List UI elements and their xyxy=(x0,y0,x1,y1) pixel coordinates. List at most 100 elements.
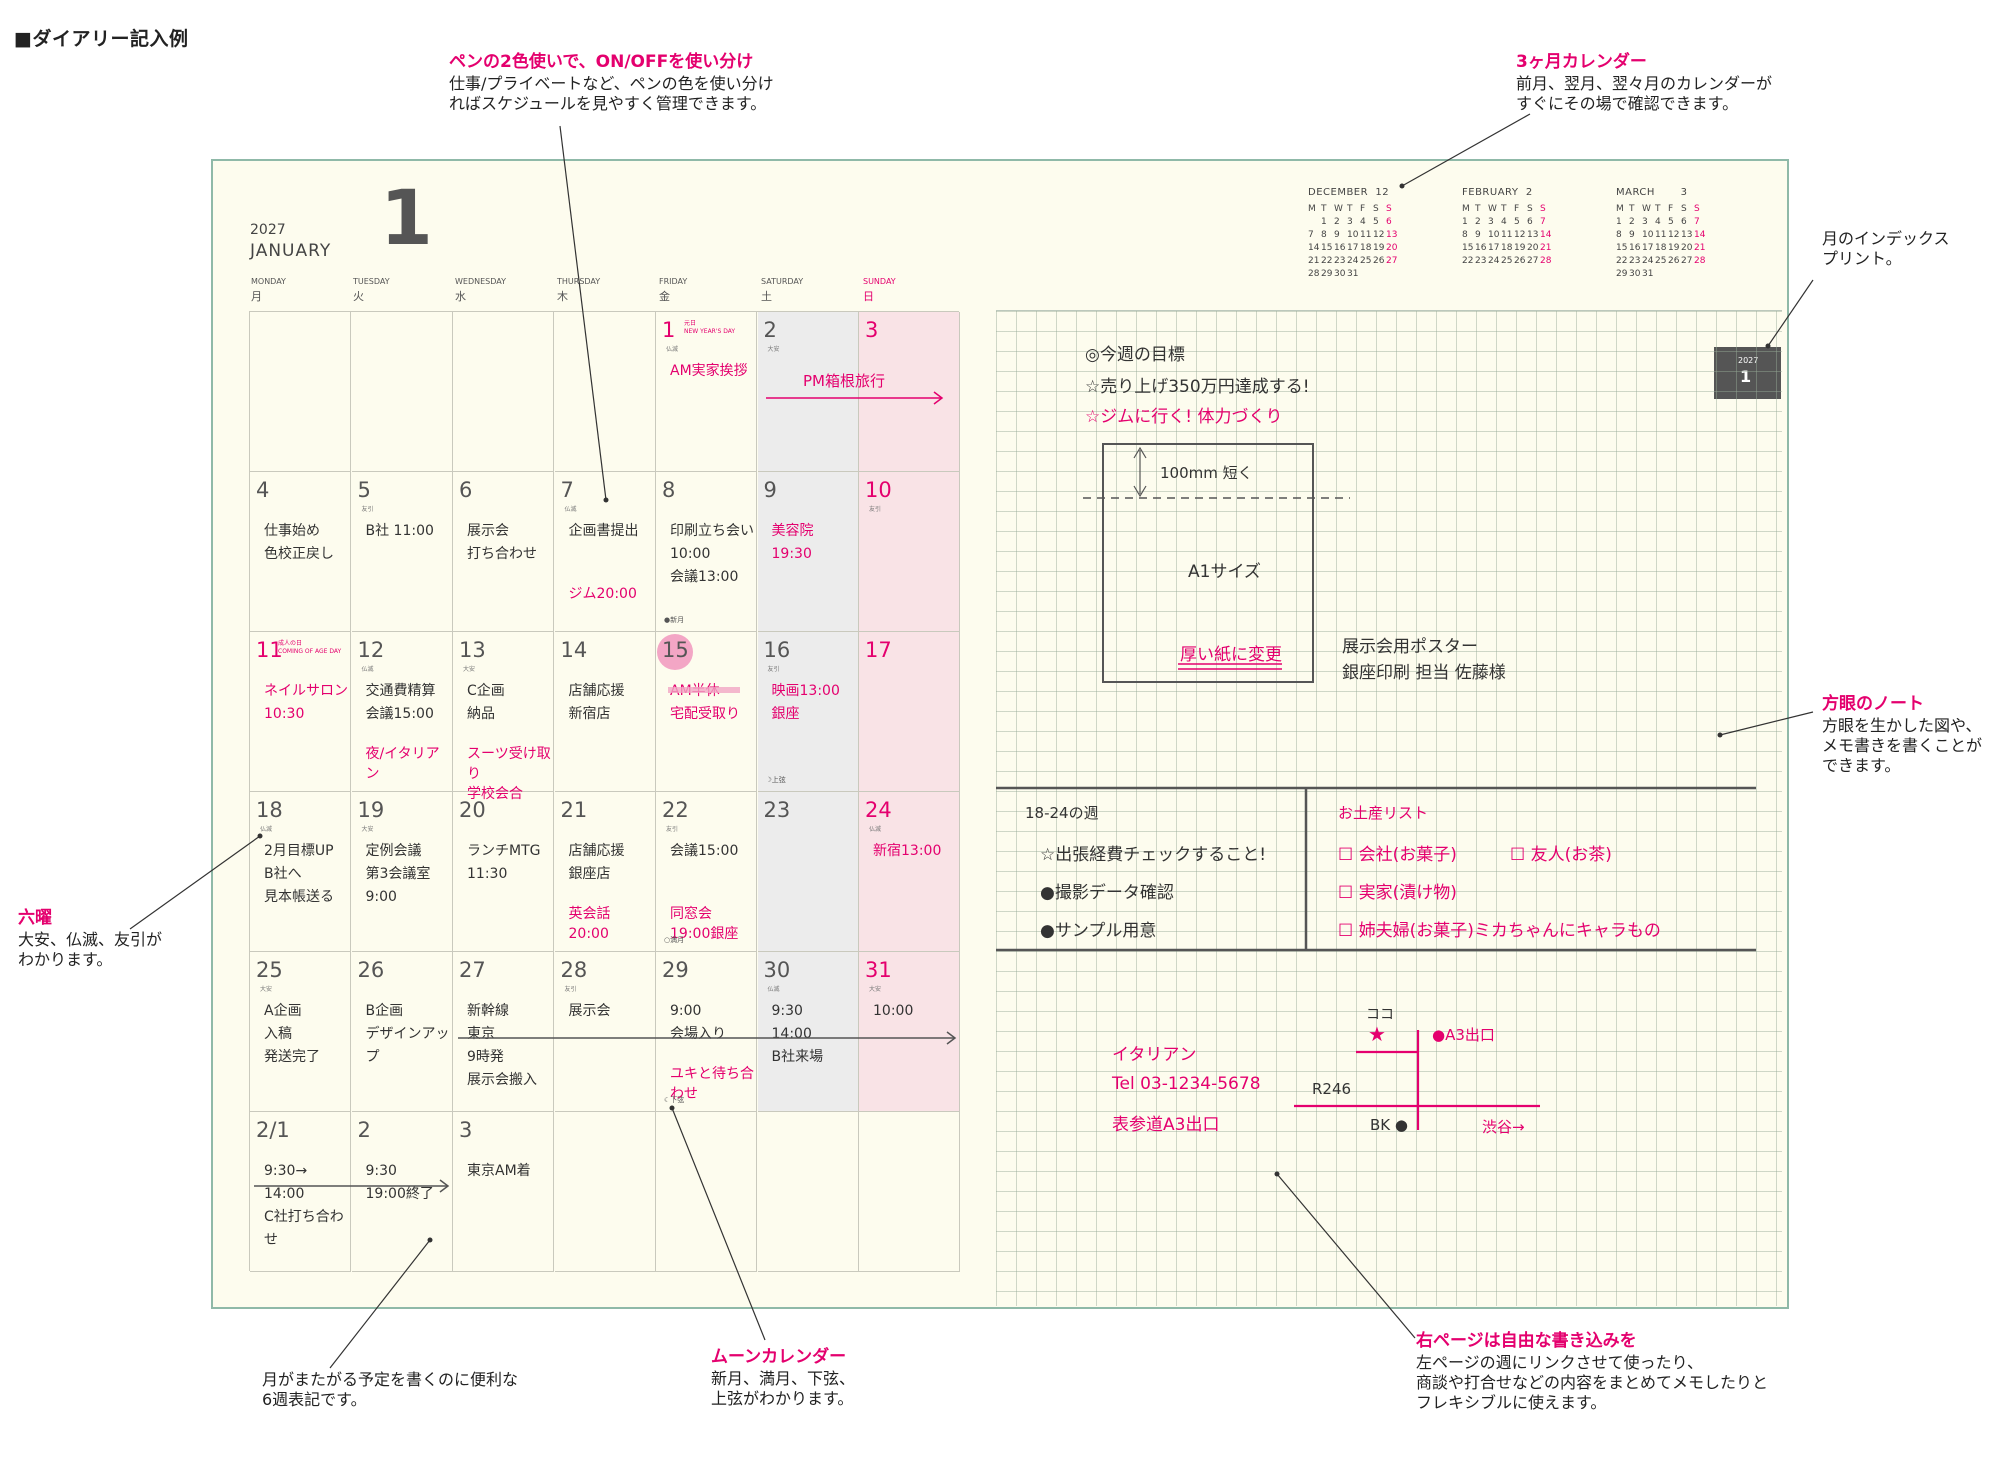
day-cell[interactable]: 23 xyxy=(757,792,859,952)
mini-day: 29 xyxy=(1321,268,1333,279)
day-cell[interactable] xyxy=(554,312,656,472)
mini-day: 3 xyxy=(1642,216,1648,227)
mini-day: 7 xyxy=(1694,216,1700,227)
day-cell[interactable] xyxy=(250,312,351,472)
mini-day: 20 xyxy=(1681,242,1693,253)
rokuyo-label: 大安 xyxy=(869,986,882,993)
day-memo-secondary: スーツ受け取り 学校会合 xyxy=(467,746,551,802)
mini-day: 5 xyxy=(1373,216,1379,227)
callout-body: 左ページの週にリンクさせて使ったり、 商談や打合せなどの内容をまとめてメモしたり… xyxy=(1416,1353,1769,1412)
day-memo-secondary: 英会話 20:00 xyxy=(568,906,611,942)
note-gift-1: ☐ 会社(お菓子) xyxy=(1338,845,1457,865)
rokuyo-label: 友引 xyxy=(767,666,780,673)
month-number: 1 xyxy=(380,173,433,262)
day-cell[interactable]: 17 xyxy=(859,632,960,792)
day-memo: C企画 納品 xyxy=(467,683,505,722)
day-number: 5 xyxy=(357,478,371,502)
month-name: JANUARY xyxy=(250,241,332,261)
day-memo-secondary: 夜/イタリアン xyxy=(365,746,440,782)
weekday-en: FRIDAY xyxy=(659,277,688,286)
weekday-en: TUESDAY xyxy=(353,277,390,286)
mini-day: 27 xyxy=(1527,255,1539,266)
note-exit: 表参道A3出口 xyxy=(1112,1115,1220,1135)
day-number: 26 xyxy=(357,958,385,982)
day-number: 23 xyxy=(763,798,791,822)
day-cell[interactable] xyxy=(351,312,453,472)
mini-weekday: S xyxy=(1681,203,1687,214)
mini-day: 12 xyxy=(1373,229,1385,240)
mini-day: 23 xyxy=(1475,255,1487,266)
rokuyo-label: 仏滅 xyxy=(666,346,679,353)
mini-day: 10 xyxy=(1642,229,1654,240)
mini-day: 17 xyxy=(1347,242,1359,253)
note-gift-4: ☐ 姉夫婦(お菓子)ミカちゃんにキャラもの xyxy=(1338,921,1661,941)
moon-phase: ○満月 xyxy=(664,936,685,944)
mini-day: 30 xyxy=(1629,268,1641,279)
day-cell[interactable] xyxy=(554,1112,656,1272)
mini-day: 27 xyxy=(1386,255,1398,266)
day-number: 10 xyxy=(865,478,892,502)
mini-weekday: M xyxy=(1462,203,1470,214)
mini-day: 21 xyxy=(1308,255,1320,266)
day-number: 6 xyxy=(459,478,473,502)
rokuyo-label: 友引 xyxy=(361,506,374,513)
note-week-3: ●サンプル用意 xyxy=(1040,921,1157,941)
day-cell[interactable] xyxy=(656,1112,757,1272)
callout-body: 仕事/プライベートなど、ペンの色を使い分け ればスケジュールを見やすく管理できま… xyxy=(449,74,774,113)
day-number: 22 xyxy=(662,798,689,822)
day-cell[interactable]: 3 xyxy=(859,312,960,472)
mini-day: 9 xyxy=(1629,229,1635,240)
mini-day: 16 xyxy=(1334,242,1346,253)
note-tel: Tel 03-1234-5678 xyxy=(1112,1074,1261,1094)
mini-day: 25 xyxy=(1655,255,1667,266)
mini-day: 18 xyxy=(1501,242,1513,253)
mini-day: 17 xyxy=(1642,242,1654,253)
day-cell[interactable] xyxy=(859,1112,960,1272)
mini-day: 31 xyxy=(1642,268,1654,279)
mini-day: 8 xyxy=(1616,229,1622,240)
rokuyo-label: 友引 xyxy=(666,826,679,833)
day-memo: 映画13:00 銀座 xyxy=(771,683,840,722)
day-cell[interactable] xyxy=(757,1112,859,1272)
note-box-label: A1サイズ xyxy=(1188,562,1261,582)
rokuyo-label: 大安 xyxy=(260,986,273,993)
mini-day: 2 xyxy=(1334,216,1340,227)
day-memo: 印刷立ち会い 10:00 会議13:00 xyxy=(670,523,754,585)
day-cell[interactable] xyxy=(453,312,554,472)
